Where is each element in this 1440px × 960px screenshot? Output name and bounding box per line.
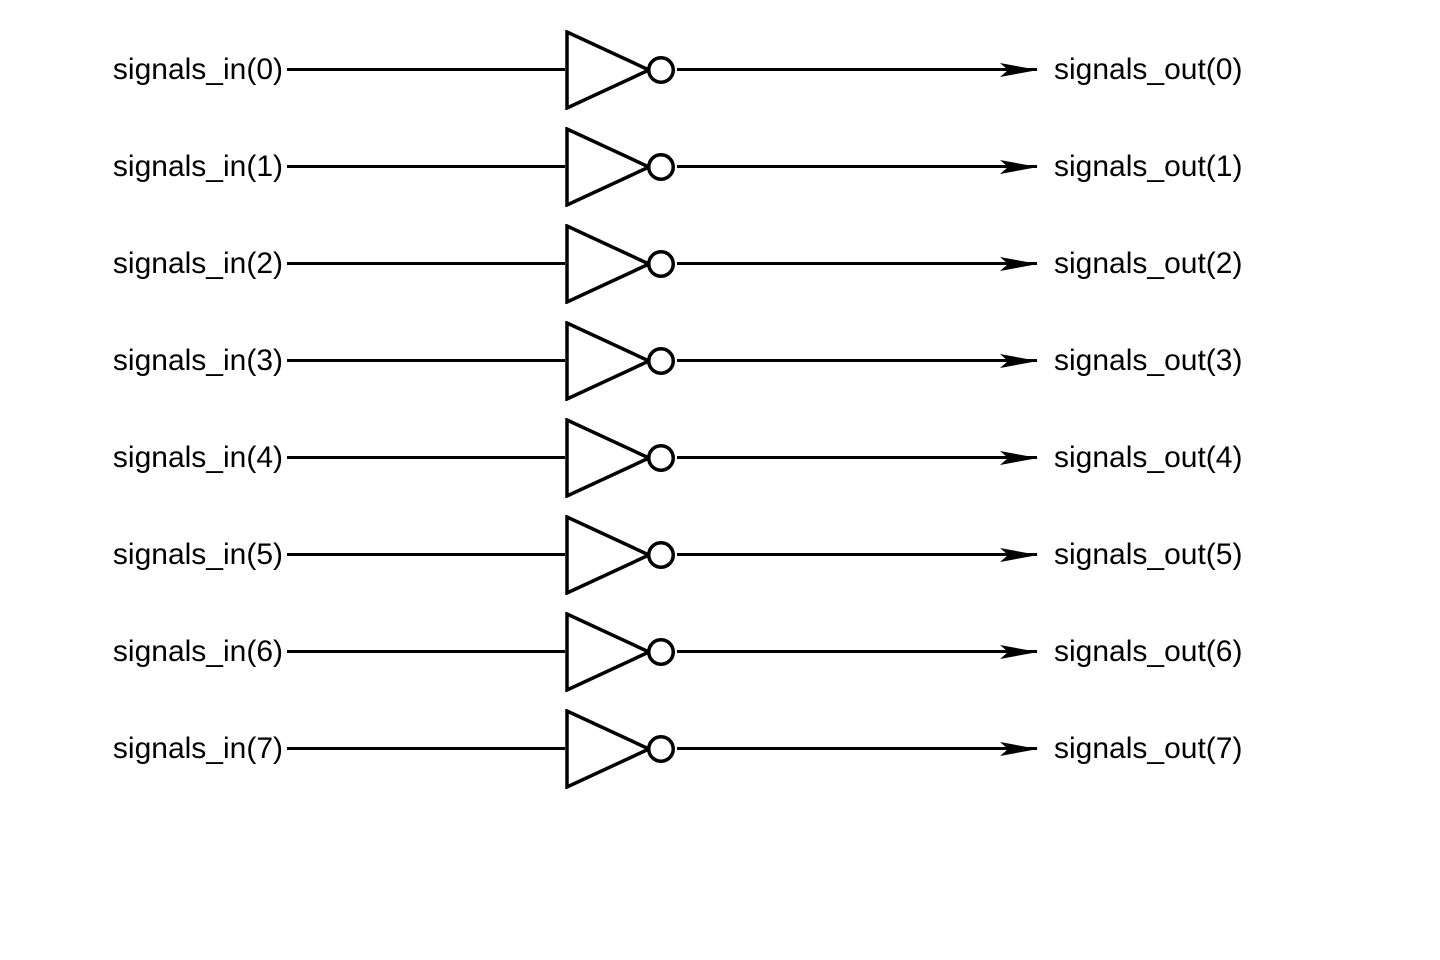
inverter-row: signals_in(1) signals_out(1) [0,118,1440,215]
output-signal-label: signals_out(4) [1054,440,1243,474]
input-signal-label: signals_in(0) [112,52,283,86]
arrowhead-icon [1000,644,1038,659]
inverter-row: signals_in(3) signals_out(3) [0,312,1440,409]
inverter-row: signals_in(2) signals_out(2) [0,215,1440,312]
inverter-row: signals_in(6) signals_out(6) [0,603,1440,700]
inverter-row: signals_in(5) signals_out(5) [0,506,1440,603]
input-wire [287,552,565,557]
input-wire [287,164,565,169]
input-signal-label: signals_in(2) [112,246,283,280]
output-wire [677,644,1038,659]
input-signal-label: signals_in(6) [112,634,283,668]
not-gate-icon [565,514,675,595]
output-wire [677,256,1038,271]
arrowhead-icon [1000,256,1038,271]
output-signal-label: signals_out(0) [1054,52,1243,86]
input-wire [287,358,565,363]
arrowhead-icon [1000,741,1038,756]
not-gate-icon [565,126,675,207]
output-signal-label: signals_out(1) [1054,149,1243,183]
arrowhead-icon [1000,159,1038,174]
not-gate-icon [565,29,675,110]
input-signal-label: signals_in(4) [112,440,283,474]
output-signal-label: signals_out(6) [1054,634,1243,668]
inverter-row: signals_in(7) signals_out(7) [0,700,1440,797]
not-gate-icon [565,223,675,304]
arrowhead-icon [1000,450,1038,465]
arrowhead-icon [1000,62,1038,77]
not-gate-icon [565,320,675,401]
input-wire [287,649,565,654]
output-signal-label: signals_out(5) [1054,537,1243,571]
input-signal-label: signals_in(3) [112,343,283,377]
inverter-row: signals_in(0) signals_out(0) [0,21,1440,118]
input-wire [287,67,565,72]
output-wire [677,450,1038,465]
input-wire [287,261,565,266]
input-wire [287,455,565,460]
arrowhead-icon [1000,353,1038,368]
output-signal-label: signals_out(2) [1054,246,1243,280]
output-wire [677,741,1038,756]
output-signal-label: signals_out(7) [1054,731,1243,765]
arrowhead-icon [1000,547,1038,562]
output-wire [677,62,1038,77]
output-wire [677,547,1038,562]
input-wire [287,746,565,751]
output-signal-label: signals_out(3) [1054,343,1243,377]
output-wire [677,159,1038,174]
input-signal-label: signals_in(5) [112,537,283,571]
inverter-array-diagram: signals_in(0) signals_out(0) signals_in(… [0,21,1440,797]
not-gate-icon [565,708,675,789]
output-wire [677,353,1038,368]
not-gate-icon [565,611,675,692]
not-gate-icon [565,417,675,498]
inverter-row: signals_in(4) signals_out(4) [0,409,1440,506]
input-signal-label: signals_in(1) [112,149,283,183]
input-signal-label: signals_in(7) [112,731,283,765]
